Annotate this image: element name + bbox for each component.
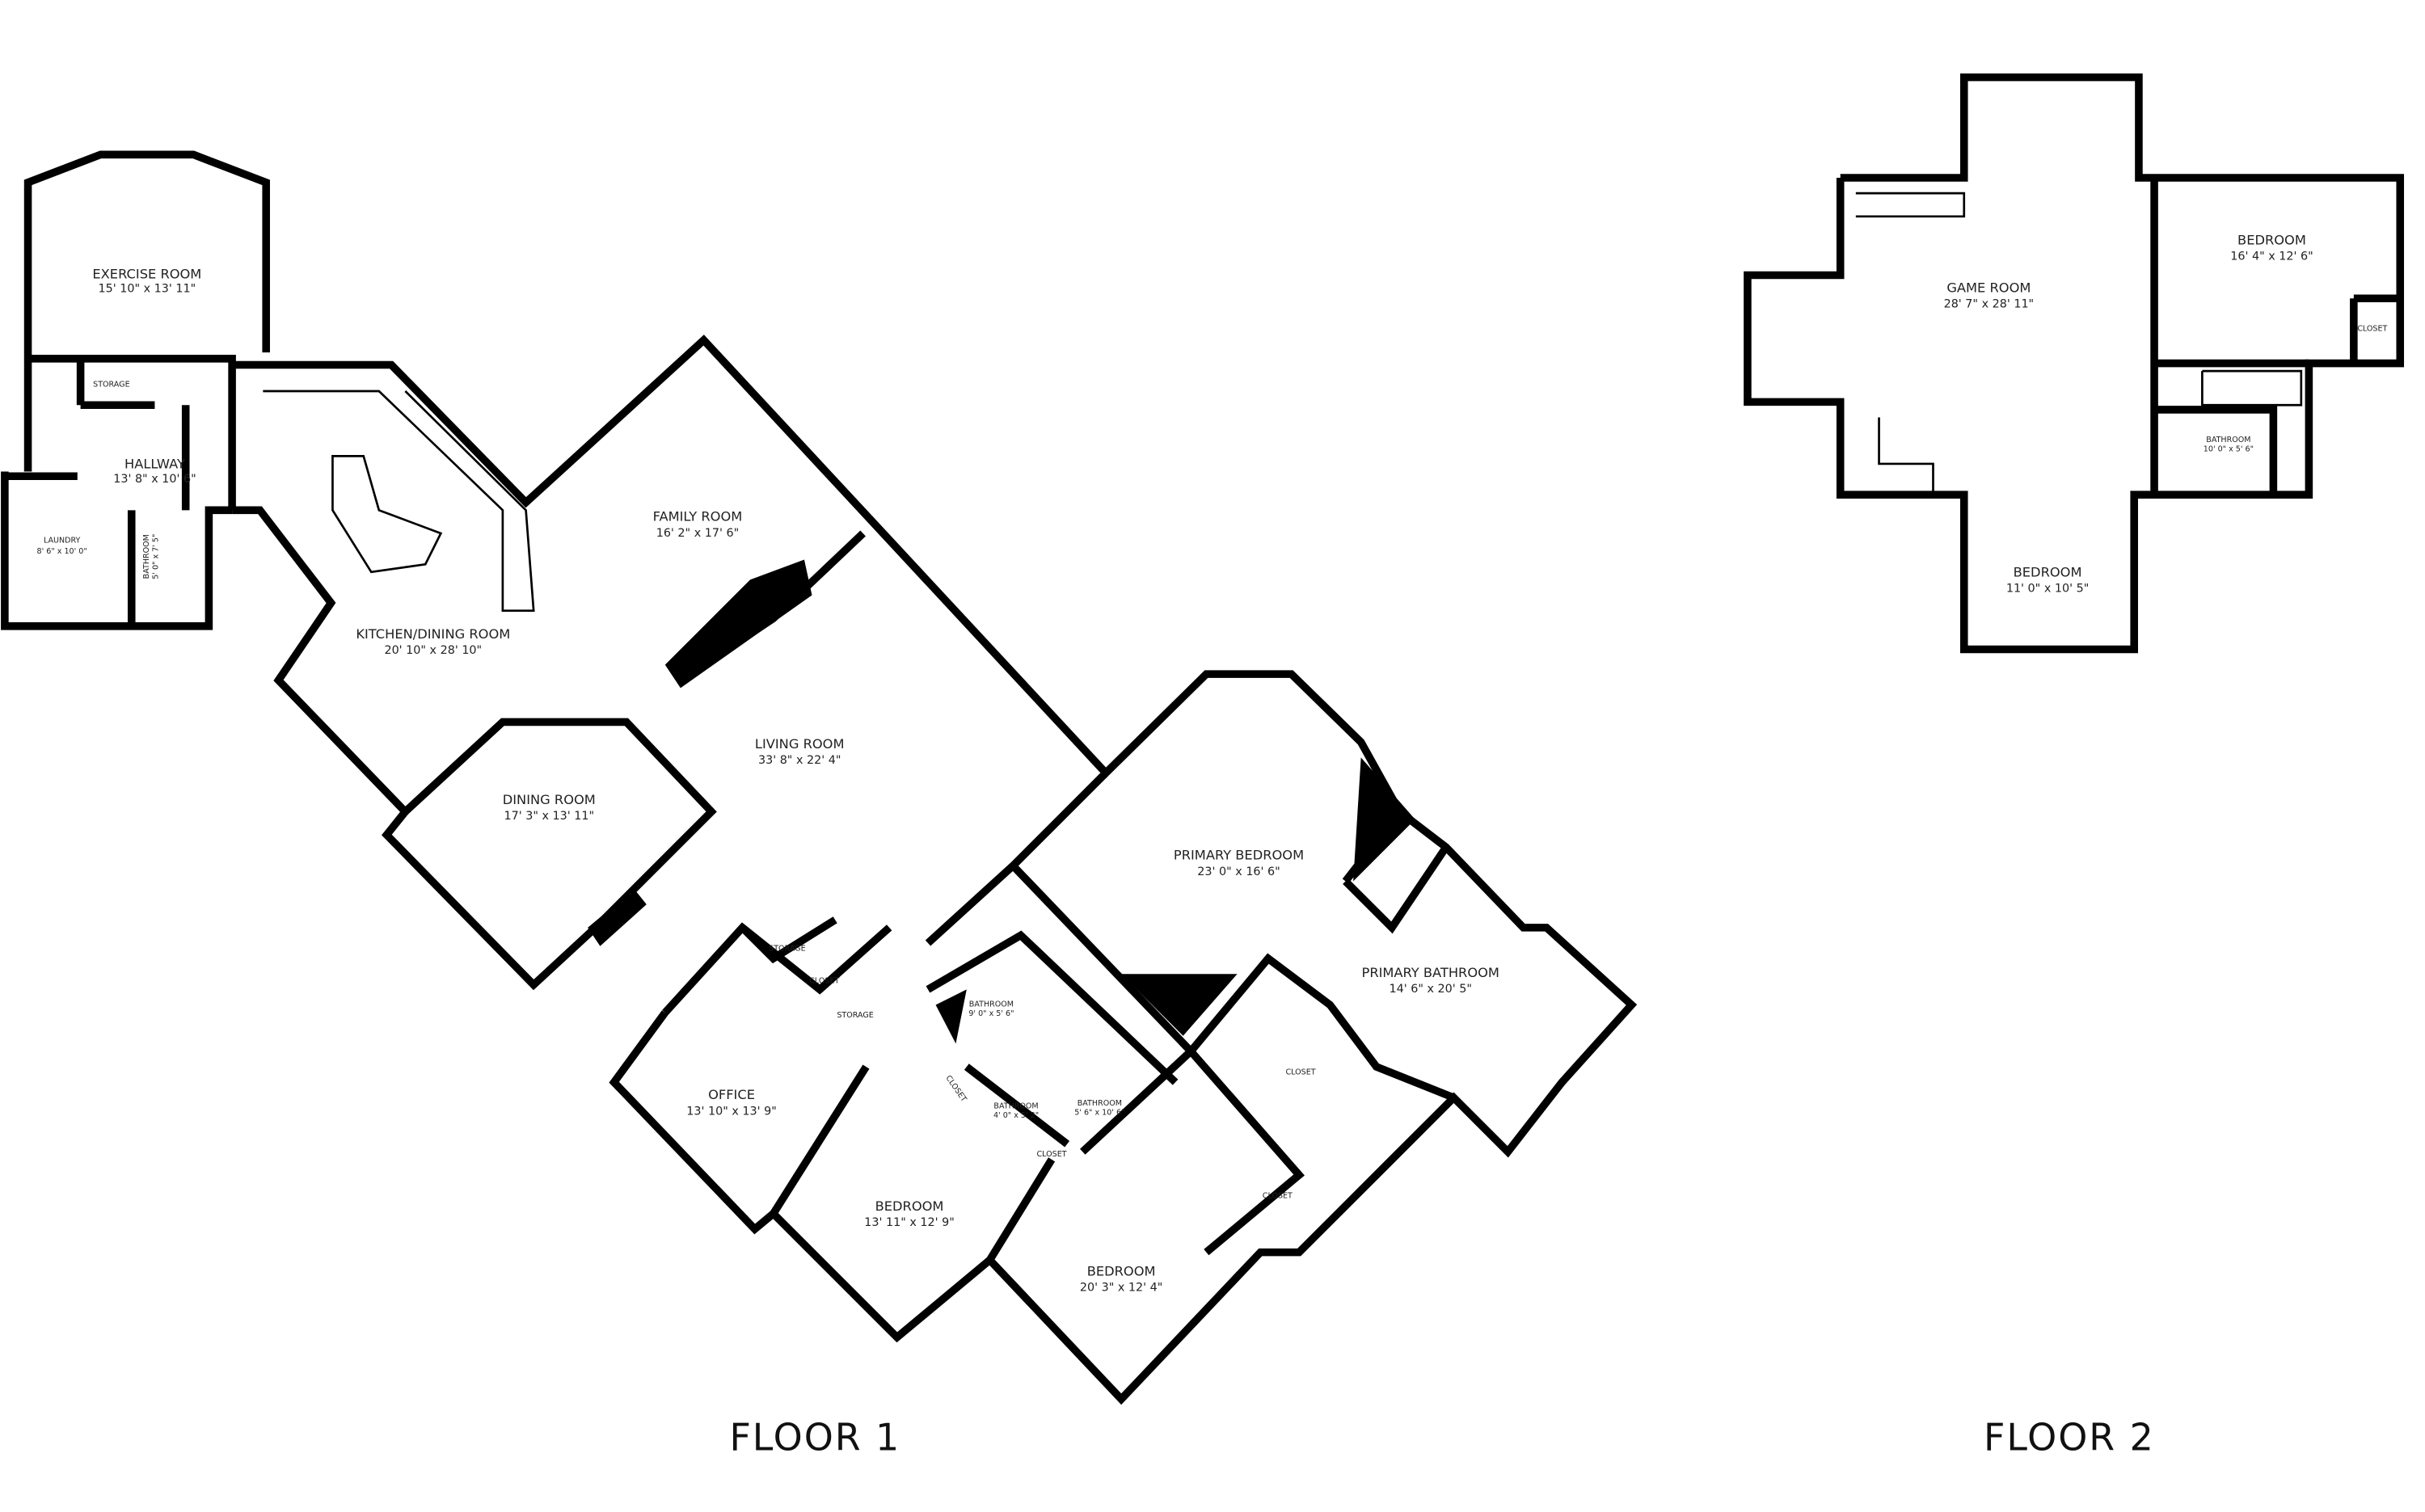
room-dims-dining-room: 17' 3" x 13' 11" [504,810,594,823]
room-label-primary-bedroom: PRIMARY BEDROOM [1174,848,1304,863]
room-dims-bathroom-upper: 10' 0" x 5' 6" [2204,445,2254,454]
room-label-bedroom-2: BEDROOM [1087,1263,1156,1278]
room-label-game-room: GAME ROOM [1946,280,2031,296]
room-dims-bedroom-1: 13' 11" x 12' 9" [864,1216,955,1229]
floor-1-plan: EXERCISE ROOM 15' 10" x 13' 11" STORAGE … [1,150,1638,1459]
room-dims-living-room: 33' 8" x 22' 4" [758,754,841,767]
room-dims-exercise-room: 15' 10" x 13' 11" [99,283,196,296]
room-label-laundry: LAUNDRY [44,536,81,545]
room-label-bedroom-upper-2: BEDROOM [2014,565,2082,580]
room-dims-primary-bathroom: 14' 6" x 20' 5" [1390,983,1472,996]
room-dims-kitchen-dining: 20' 10" x 28' 10" [384,644,482,657]
room-dims-bedroom-upper-1: 16' 4" x 12' 6" [2230,250,2313,263]
room-label-closet-primary: CLOSET [1285,1068,1315,1077]
room-label-bathroom-3: BATHROOM [993,1102,1038,1111]
room-label-closet-bedroom-2: CLOSET [1263,1192,1293,1201]
floor-1-walls [1,150,1638,1405]
room-dims-bathroom-3: 4' 0" x 5' 2" [993,1111,1039,1120]
room-dims-bathroom-2: 9' 0" x 5' 6" [968,1009,1014,1018]
room-dims-office: 13' 10" x 13' 9" [686,1105,777,1118]
room-dims-laundry: 8' 6" x 10' 0" [37,547,87,556]
room-label-storage-3: STORAGE [837,1011,873,1020]
room-label-bedroom-upper-1: BEDROOM [2237,232,2306,247]
room-label-bathroom-4: BATHROOM [1078,1099,1122,1108]
room-label-living-room: LIVING ROOM [755,736,845,752]
room-label-dining-room: DINING ROOM [503,792,596,807]
room-label-primary-bathroom: PRIMARY BATHROOM [1362,965,1499,980]
room-label-office: OFFICE [708,1087,755,1102]
room-label-closet-office: CLOSET [809,977,839,986]
floor-2-labels: GAME ROOM 28' 7" x 28' 11" BEDROOM 16' 4… [1944,232,2388,595]
floor-2-plan: GAME ROOM 28' 7" x 28' 11" BEDROOM 16' 4… [1744,73,2405,1459]
room-label-closet-bedroom-1: CLOSET [1036,1150,1066,1159]
room-label-bathroom-upper: BATHROOM [2206,436,2250,444]
room-dims-bathroom-4: 5' 6" x 10' 6" [1074,1108,1124,1117]
room-label-family-room: FAMILY ROOM [653,509,743,524]
room-dims-primary-bedroom: 23' 0" x 16' 6" [1197,866,1280,878]
room-dims-bedroom-2: 20' 3" x 12' 4" [1080,1281,1162,1294]
room-dims-family-room: 16' 2" x 17' 6" [656,527,739,540]
room-label-kitchen-dining: KITCHEN/DINING ROOM [356,626,510,642]
floor-2-walls [1744,73,2405,654]
room-label-storage-2: STORAGE [769,945,805,954]
room-label-hallway: HALLWAY [124,457,185,472]
room-label-closet-hall: CLOSET [943,1074,968,1104]
room-label-bathroom-1: BATHROOM [142,534,151,579]
room-dims-bedroom-upper-2: 11' 0" x 10' 5" [2006,583,2089,596]
room-label-storage: STORAGE [93,380,129,389]
room-label-exercise-room: EXERCISE ROOM [92,266,201,281]
floor-2-title: FLOOR 2 [1984,1415,2155,1459]
room-label-bedroom-1: BEDROOM [875,1198,944,1214]
floor-1-title: FLOOR 1 [729,1415,900,1459]
floor-1-solid-walls [588,559,1415,1044]
room-dims-game-room: 28' 7" x 28' 11" [1944,298,2035,311]
room-dims-bathroom-1: 5' 0" x 7' 5" [151,534,160,579]
floor-1-labels: EXERCISE ROOM 15' 10" x 13' 11" STORAGE … [37,266,1499,1294]
room-label-closet-upper: CLOSET [2357,324,2387,333]
room-dims-hallway: 13' 8" x 10' 6" [113,473,196,486]
room-label-bathroom-2: BATHROOM [969,1000,1014,1009]
